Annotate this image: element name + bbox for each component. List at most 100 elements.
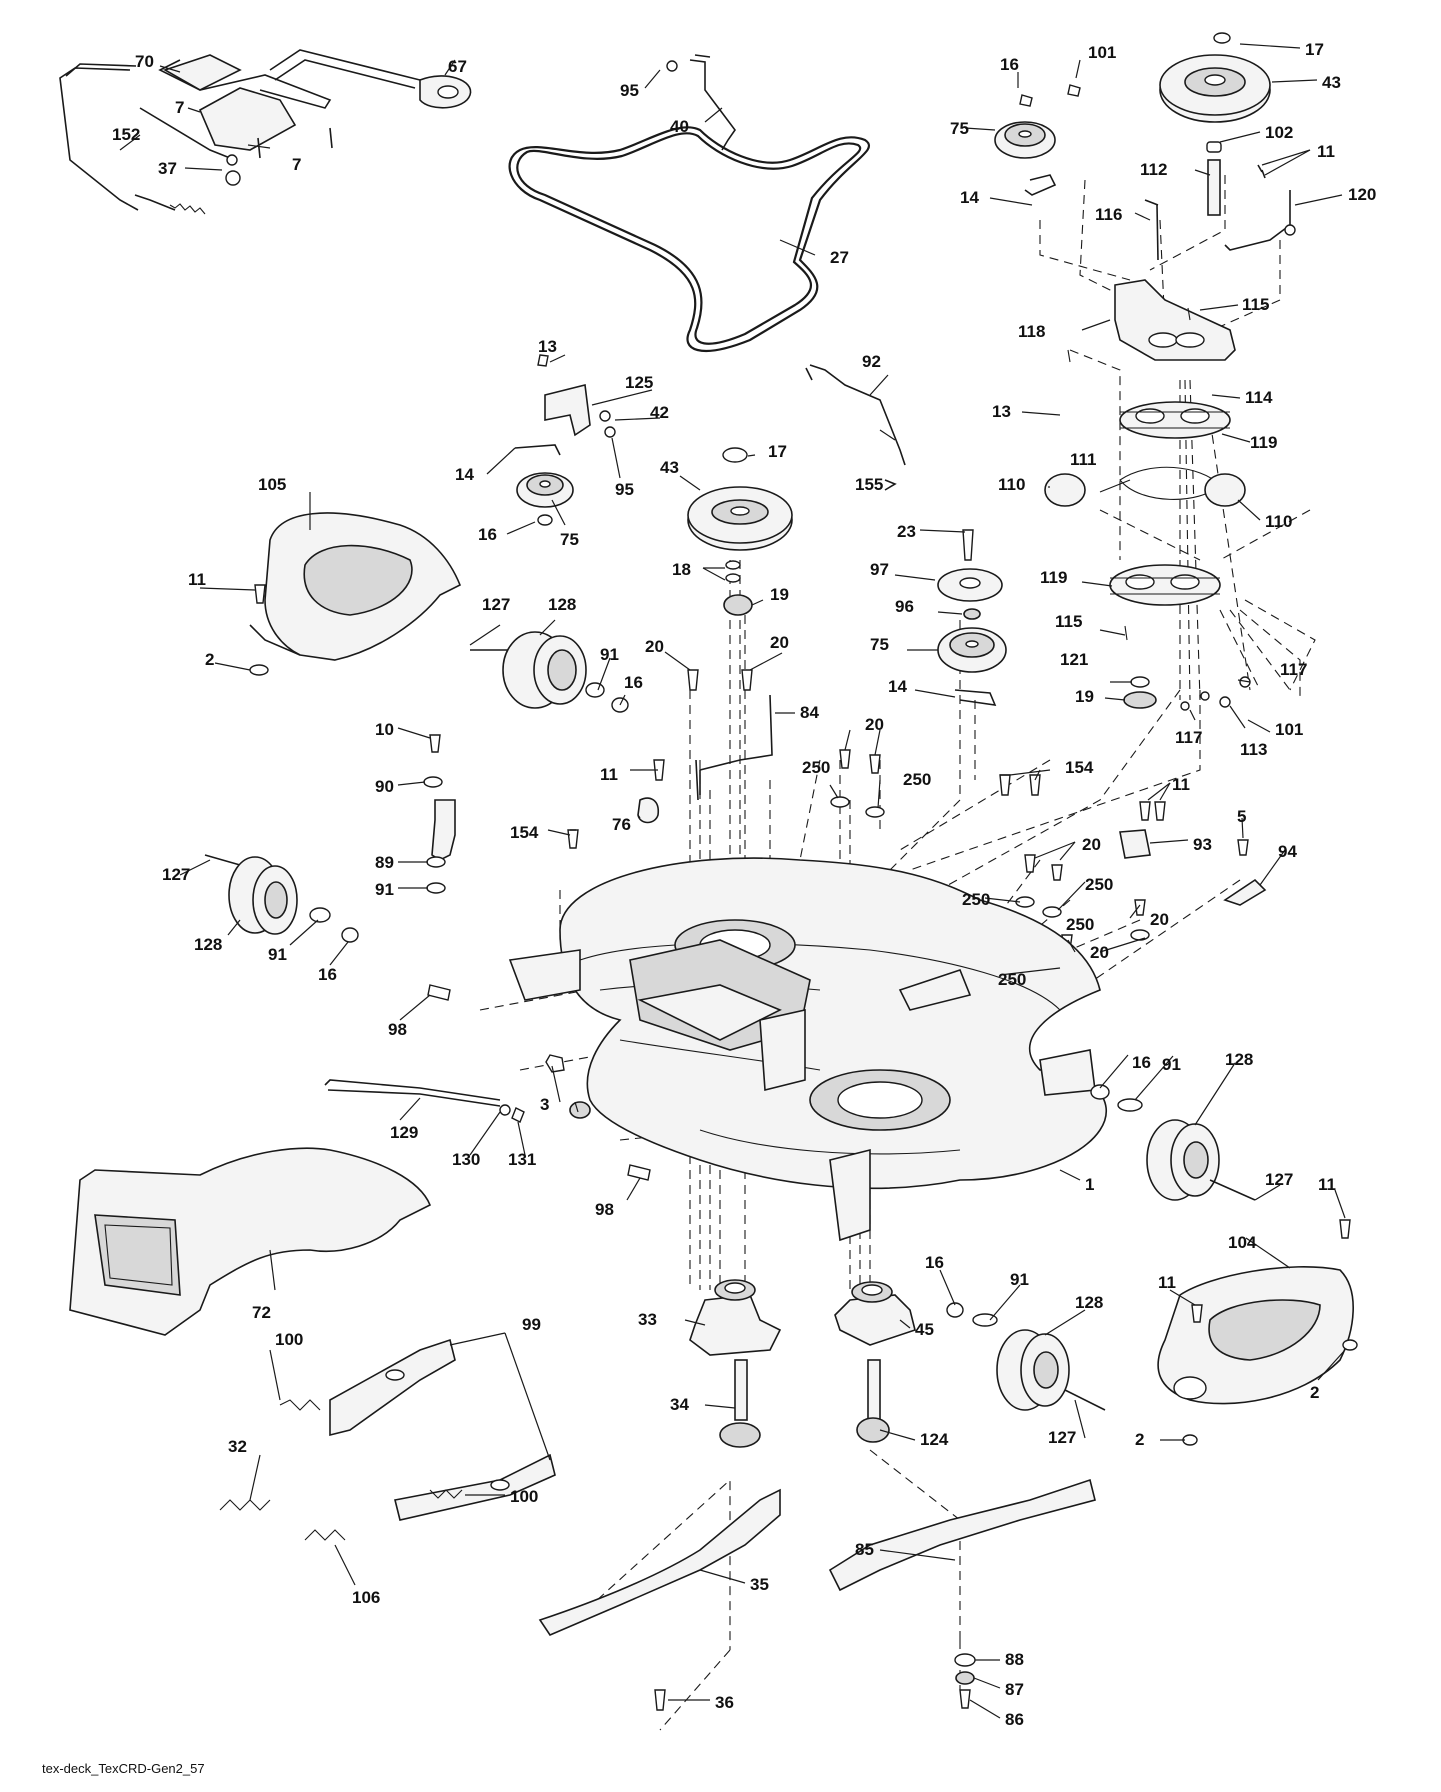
callout-14: 14: [888, 677, 907, 696]
callout-250: 250: [998, 970, 1026, 989]
callout-20: 20: [1090, 943, 1109, 962]
callout-125: 125: [625, 373, 653, 392]
callout-102: 102: [1265, 123, 1293, 142]
right-parts: [946, 1084, 1358, 1446]
callout-2: 2: [1135, 1430, 1144, 1449]
callout-20: 20: [1082, 835, 1101, 854]
callout-16: 16: [1132, 1053, 1151, 1072]
callout-19: 19: [1075, 687, 1094, 706]
callout-121: 121: [1060, 650, 1088, 669]
callout-127: 127: [482, 595, 510, 614]
callout-99: 99: [522, 1315, 541, 1334]
callout-85: 85: [855, 1540, 874, 1559]
callout-118: 118: [1018, 322, 1045, 341]
callout-98: 98: [595, 1200, 614, 1219]
callout-98: 98: [388, 1020, 407, 1039]
callout-23: 23: [897, 522, 916, 541]
callout-119: 119: [1250, 433, 1277, 452]
callout-75: 75: [560, 530, 579, 549]
callout-110: 110: [998, 475, 1025, 494]
callout-124: 124: [920, 1430, 949, 1449]
callout-112: 112: [1140, 160, 1167, 179]
callout-116: 116: [1095, 205, 1122, 224]
callout-91: 91: [1162, 1055, 1181, 1074]
callout-250: 250: [1085, 875, 1113, 894]
callout-101: 101: [1275, 720, 1303, 739]
spindles: [689, 1279, 916, 1448]
callout-36: 36: [715, 1693, 734, 1712]
callout-16: 16: [925, 1253, 944, 1272]
callout-111: 111: [1070, 450, 1097, 469]
callout-128: 128: [1075, 1293, 1103, 1312]
callout-33: 33: [638, 1310, 657, 1329]
callout-127: 127: [1265, 1170, 1293, 1189]
callout-16: 16: [478, 525, 497, 544]
callout-34: 34: [670, 1395, 689, 1414]
drive-belt: [508, 126, 871, 352]
callout-42: 42: [650, 403, 669, 422]
callout-89: 89: [375, 853, 394, 872]
callout-115: 115: [1055, 612, 1082, 631]
callout-91: 91: [1010, 1270, 1029, 1289]
callout-110: 110: [1265, 512, 1292, 531]
callout-104: 104: [1228, 1233, 1257, 1252]
callout-11: 11: [1318, 1175, 1336, 1194]
callout-127: 127: [1048, 1428, 1076, 1447]
callout-19: 19: [770, 585, 789, 604]
callout-95: 95: [620, 81, 639, 100]
callout-17: 17: [768, 442, 787, 461]
callout-11: 11: [600, 765, 618, 784]
callout-152: 152: [112, 125, 140, 144]
callout-labels: 70 67 7 7 152 37 95 40 27 16 101 17 43 1…: [112, 40, 1376, 1729]
callout-20: 20: [1150, 910, 1169, 929]
blades: [538, 1478, 1096, 1711]
callout-86: 86: [1005, 1710, 1024, 1729]
callout-5: 5: [1237, 807, 1246, 826]
callout-14: 14: [455, 465, 474, 484]
callout-120: 120: [1348, 185, 1376, 204]
callout-131: 131: [508, 1150, 536, 1169]
callout-3: 3: [540, 1095, 549, 1114]
callout-16: 16: [1000, 55, 1019, 74]
callout-128: 128: [548, 595, 576, 614]
callout-13: 13: [992, 402, 1011, 421]
callout-2: 2: [1310, 1383, 1319, 1402]
callout-76: 76: [612, 815, 631, 834]
callout-7: 7: [292, 155, 301, 174]
callout-250: 250: [903, 770, 931, 789]
callout-100: 100: [275, 1330, 303, 1349]
callout-100: 100: [510, 1487, 538, 1506]
callout-27: 27: [830, 248, 849, 267]
callout-114: 114: [1245, 388, 1273, 407]
leader-lines: [119, 43, 1346, 1719]
callout-93: 93: [1193, 835, 1212, 854]
callout-84: 84: [800, 703, 819, 722]
callout-91: 91: [375, 880, 394, 899]
callout-20: 20: [645, 637, 664, 656]
callout-154: 154: [1065, 758, 1094, 777]
callout-40: 40: [670, 117, 689, 136]
gearbox-assembly: [994, 32, 1296, 711]
callout-75: 75: [950, 119, 969, 138]
callout-130: 130: [452, 1150, 480, 1169]
callout-128: 128: [1225, 1050, 1253, 1069]
callout-43: 43: [1322, 73, 1341, 92]
lower-arms-springs: [219, 1338, 556, 1541]
callout-105: 105: [258, 475, 286, 494]
callout-119: 119: [1040, 568, 1067, 587]
callout-91: 91: [600, 645, 619, 664]
callout-101: 101: [1088, 43, 1116, 62]
callout-10: 10: [375, 720, 394, 739]
callout-17: 17: [1305, 40, 1324, 59]
callout-96: 96: [895, 597, 914, 616]
callout-37: 37: [158, 159, 177, 178]
callout-250: 250: [962, 890, 990, 909]
callout-250: 250: [802, 758, 830, 777]
callout-92: 92: [862, 352, 881, 371]
callout-97: 97: [870, 560, 889, 579]
callout-94: 94: [1278, 842, 1297, 861]
lower-left-parts: [69, 1079, 525, 1336]
callout-95: 95: [615, 480, 634, 499]
callout-43: 43: [660, 458, 679, 477]
